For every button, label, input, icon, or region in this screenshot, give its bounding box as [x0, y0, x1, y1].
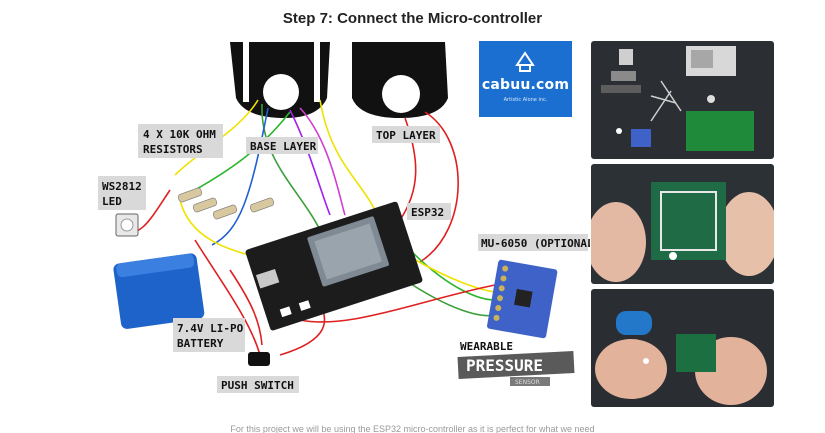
svg-text:WS2812: WS2812: [102, 180, 142, 193]
label-battery: 7.4V LI-PO BATTERY: [173, 318, 245, 352]
cabuu-logo: cabuu.com Artistic Alone inc.: [479, 41, 572, 117]
label-resistors: 4 X 10K OHM RESISTORS: [138, 124, 223, 158]
svg-text:WEARABLE: WEARABLE: [460, 340, 513, 353]
wiring-diagram: 4 X 10K OHM RESISTORS BASE LAYER TOP LAY…: [98, 42, 590, 393]
logo-name: cabuu.com: [481, 77, 570, 93]
svg-text:ESP32: ESP32: [411, 206, 444, 219]
svg-text:PUSH SWITCH: PUSH SWITCH: [221, 379, 294, 392]
lipo-battery: [113, 253, 205, 329]
photo-soldering-board: [591, 164, 774, 284]
push-switch: [248, 352, 270, 366]
label-wearable-pressure: WEARABLE PRESSURE SENSOR: [457, 340, 575, 386]
svg-text:4 X 10K OHM: 4 X 10K OHM: [143, 128, 216, 141]
svg-text:BASE LAYER: BASE LAYER: [250, 140, 317, 153]
base-layer-sensor: [230, 42, 330, 118]
svg-text:7.4V LI-PO: 7.4V LI-PO: [177, 322, 244, 335]
label-top-layer: TOP LAYER: [372, 126, 440, 143]
mpu6050-board: [487, 259, 558, 339]
house-icon: [515, 51, 535, 72]
logo-subtitle: Artistic Alone inc.: [503, 97, 548, 103]
label-mpu: MU-6050 (OPTIONAL): [478, 234, 590, 251]
svg-text:BATTERY: BATTERY: [177, 337, 224, 350]
resistors: [177, 187, 275, 220]
label-base-layer: BASE LAYER: [246, 137, 318, 154]
svg-text:TOP LAYER: TOP LAYER: [376, 129, 436, 142]
esp32-board: [245, 201, 423, 331]
svg-text:MU-6050 (OPTIONAL): MU-6050 (OPTIONAL): [481, 237, 590, 250]
svg-text:RESISTORS: RESISTORS: [143, 143, 203, 156]
svg-text:LED: LED: [102, 195, 122, 208]
label-push-switch: PUSH SWITCH: [217, 376, 299, 393]
label-led: WS2812 LED: [98, 176, 146, 210]
svg-text:SENSOR: SENSOR: [515, 379, 540, 386]
label-esp32: ESP32: [407, 203, 451, 220]
photo-components: [591, 41, 774, 159]
page-title: Step 7: Connect the Micro-controller: [282, 10, 543, 27]
ws2812-led: [115, 213, 139, 237]
caption-text: For this project we will be using the ES…: [230, 424, 595, 433]
photo-assembly: [591, 289, 774, 407]
svg-text:PRESSURE: PRESSURE: [466, 356, 543, 375]
top-layer-sensor: [352, 42, 448, 118]
